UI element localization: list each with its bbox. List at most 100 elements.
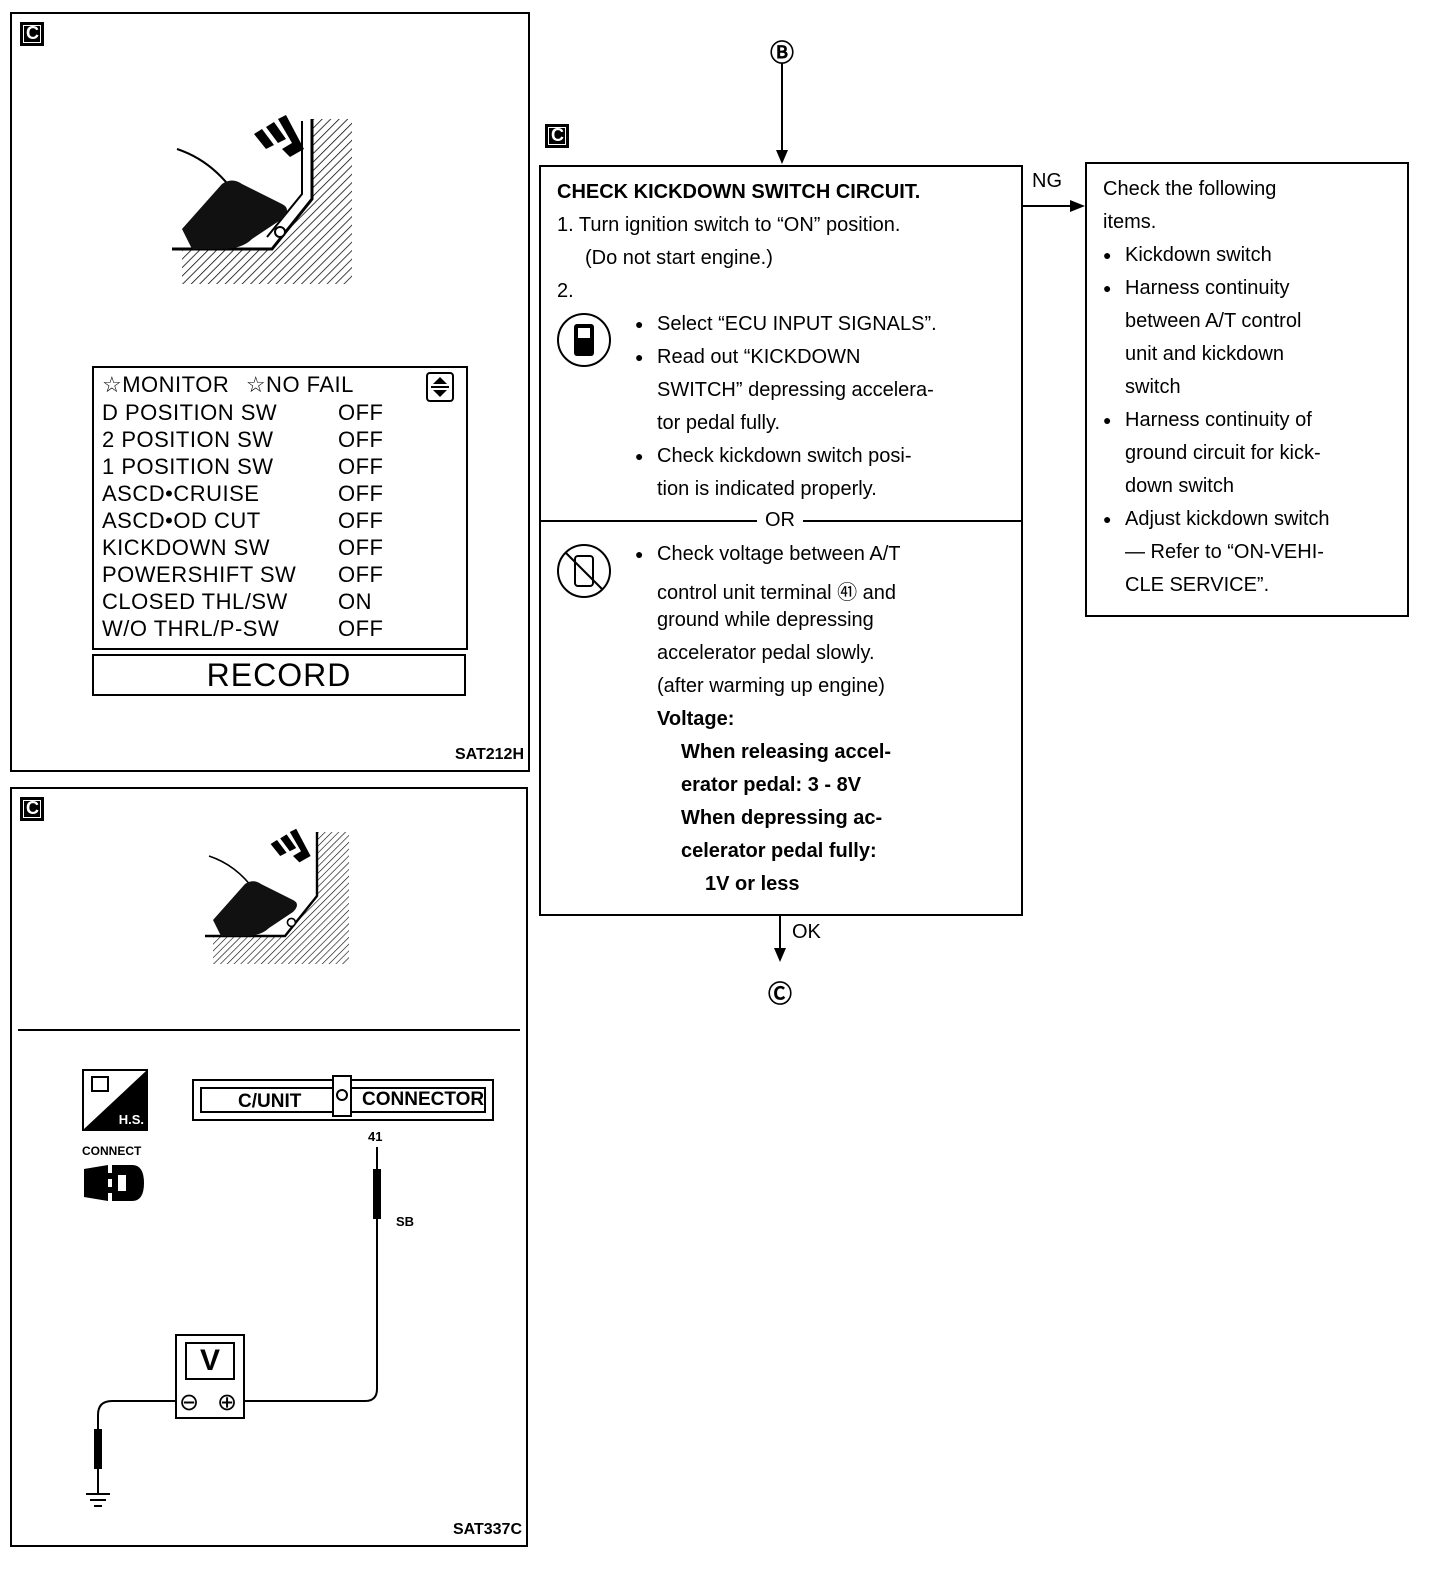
no-fail-label: ☆NO FAIL: [245, 372, 354, 397]
monitor-item-value: OFF: [338, 454, 384, 479]
monitor-row: POWERSHIFT SW OFF: [102, 562, 383, 588]
voltage-spec-3: When depressing ac-: [681, 807, 883, 829]
connector-b-icon: Ⓑ: [770, 39, 794, 67]
bullet-check-position: Check kickdown switch posi-: [635, 445, 911, 468]
circuit-wiring: [86, 1147, 381, 1507]
monitor-item-value: OFF: [338, 481, 384, 506]
connector-right-label: CONNECTOR: [362, 1089, 485, 1110]
ng-item-adjust-3: CLE SERVICE”.: [1125, 574, 1270, 596]
monitor-item-label: CLOSED THL/SW: [102, 589, 288, 614]
monitor-item-value: ON: [338, 589, 372, 614]
monitor-row: D POSITION SW OFF: [102, 400, 383, 426]
connector-diagram: C/UNIT CONNECTOR: [192, 1075, 494, 1121]
figure-code: SAT212H: [454, 746, 524, 763]
minus-terminal-icon: ⊖: [179, 1389, 200, 1416]
monitor-item-value: OFF: [338, 508, 384, 533]
voltmeter-display: V: [185, 1342, 235, 1380]
ng-action-box: Check the following items. Kickdown swit…: [1085, 162, 1409, 617]
ok-label: OK: [792, 921, 821, 943]
monitor-item-value: OFF: [338, 535, 384, 560]
connector-left-label: C/UNIT: [238, 1091, 302, 1112]
ng-item-adjust: Adjust kickdown switch: [1103, 508, 1329, 531]
monitor-item-label: W/O THRL/P-SW: [102, 616, 280, 641]
bullet-check-voltage: Check voltage between A/T: [635, 543, 901, 566]
monitor-item-value: OFF: [338, 562, 384, 587]
consult-panel: C C ☆MONITOR ☆NO FAIL D POSITION SWOFF2 …: [10, 12, 530, 772]
ng-intro-1: Check the following: [1103, 178, 1277, 200]
main-check-box: CHECK KICKDOWN SWITCH CIRCUIT. 1. Turn i…: [539, 165, 1023, 916]
ng-item-harness-3: unit and kickdown: [1125, 343, 1284, 365]
ng-item-harness: Harness continuity: [1103, 277, 1289, 300]
check-title: CHECK KICKDOWN SWITCH CIRCUIT.: [557, 181, 921, 203]
voltage-heading: Voltage:: [657, 708, 735, 730]
step-2: 2.: [557, 280, 574, 302]
section-badge: [545, 124, 569, 148]
terminal-number: 41: [368, 1129, 383, 1144]
section-badge: [20, 797, 44, 821]
plus-terminal-icon: ⊕: [217, 1389, 238, 1416]
voltage-spec-1: When releasing accel-: [681, 741, 892, 763]
voltage-spec-2: erator pedal: 3 - 8V: [681, 774, 862, 796]
monitor-row: ASCD•CRUISE OFF: [102, 481, 383, 507]
ng-item-kickdown: Kickdown switch: [1103, 244, 1272, 267]
divider: [18, 1029, 520, 1031]
bullet-readout: Read out “KICKDOWN: [635, 346, 860, 369]
bullet-select: Select “ECU INPUT SIGNALS”.: [635, 313, 937, 336]
monitor-item-value: OFF: [338, 400, 384, 425]
monitor-item-label: D POSITION SW: [102, 400, 278, 425]
monitor-row: W/O THRL/P-SW OFF: [102, 616, 383, 642]
connect-label: CONNECT: [82, 1144, 142, 1158]
monitor-item-label: POWERSHIFT SW: [102, 562, 297, 587]
section-badge: C: [20, 22, 44, 46]
wire-color-label: SB: [396, 1214, 415, 1229]
ng-item-harness-4: switch: [1125, 376, 1181, 398]
ng-item-ground-3: down switch: [1125, 475, 1234, 497]
accelerator-pedal-illustration: [172, 115, 352, 284]
ng-intro-2: items.: [1103, 211, 1157, 233]
monitor-row: 2 POSITION SW OFF: [102, 427, 383, 453]
consult-tester-icon: [557, 313, 611, 367]
bullet-readout-2: SWITCH” depressing accelera-: [657, 379, 934, 401]
monitor-row: CLOSED THL/SW ON: [102, 589, 372, 615]
accelerator-pedal-illustration: [205, 828, 349, 964]
monitor-item-label: 1 POSITION SW: [102, 454, 274, 479]
section-badge-letter: C: [551, 125, 564, 145]
monitor-row: 1 POSITION SW OFF: [102, 454, 383, 480]
check-voltage-3: ground while depressing: [657, 609, 874, 631]
scroll-updown-icon[interactable]: [426, 372, 454, 402]
section-badge-letter: C: [26, 798, 39, 818]
step-1a: 1. Turn ignition switch to “ON” position…: [557, 214, 901, 236]
record-button[interactable]: RECORD: [92, 654, 466, 696]
no-tester-icon: [557, 544, 611, 598]
connector-c-icon: Ⓒ: [768, 980, 792, 1008]
monitor-item-value: OFF: [338, 616, 384, 641]
check-voltage-4: accelerator pedal slowly.: [657, 642, 875, 664]
step-1b: (Do not start engine.): [585, 247, 773, 269]
section-badge-letter: C: [26, 23, 39, 43]
monitor-item-label: 2 POSITION SW: [102, 427, 274, 452]
hand-tester-icon: H.S.: [82, 1069, 148, 1131]
bullet-readout-3: tor pedal fully.: [657, 412, 781, 434]
monitor-item-value: OFF: [338, 427, 384, 452]
ng-item-ground: Harness continuity of: [1103, 409, 1312, 432]
bullet-check-position-2: tion is indicated properly.: [657, 478, 877, 500]
ng-item-adjust-2: — Refer to “ON-VEHI-: [1125, 541, 1324, 563]
monitor-row: KICKDOWN SW OFF: [102, 535, 383, 561]
check-voltage-2: control unit terminal ㊶ and: [657, 582, 897, 604]
monitor-header: ☆MONITOR ☆NO FAIL: [102, 372, 354, 398]
ng-item-harness-2: between A/T control: [1125, 310, 1302, 332]
ng-label: NG: [1032, 170, 1062, 192]
monitor-item-label: KICKDOWN SW: [102, 535, 271, 560]
voltage-spec-4: celerator pedal fully:: [681, 840, 877, 862]
figure-code: SAT337C: [452, 1521, 522, 1538]
ng-item-ground-2: ground circuit for kick-: [1125, 442, 1321, 464]
or-label: OR: [757, 509, 803, 532]
voltmeter: V ⊖ ⊕: [175, 1334, 245, 1419]
voltage-check-panel: C H.S. CONNECT C/UNIT: [10, 787, 528, 1547]
hs-label: H.S.: [118, 1112, 144, 1127]
voltage-spec-5: 1V or less: [705, 873, 800, 895]
monitor-item-label: ASCD•CRUISE: [102, 481, 260, 506]
